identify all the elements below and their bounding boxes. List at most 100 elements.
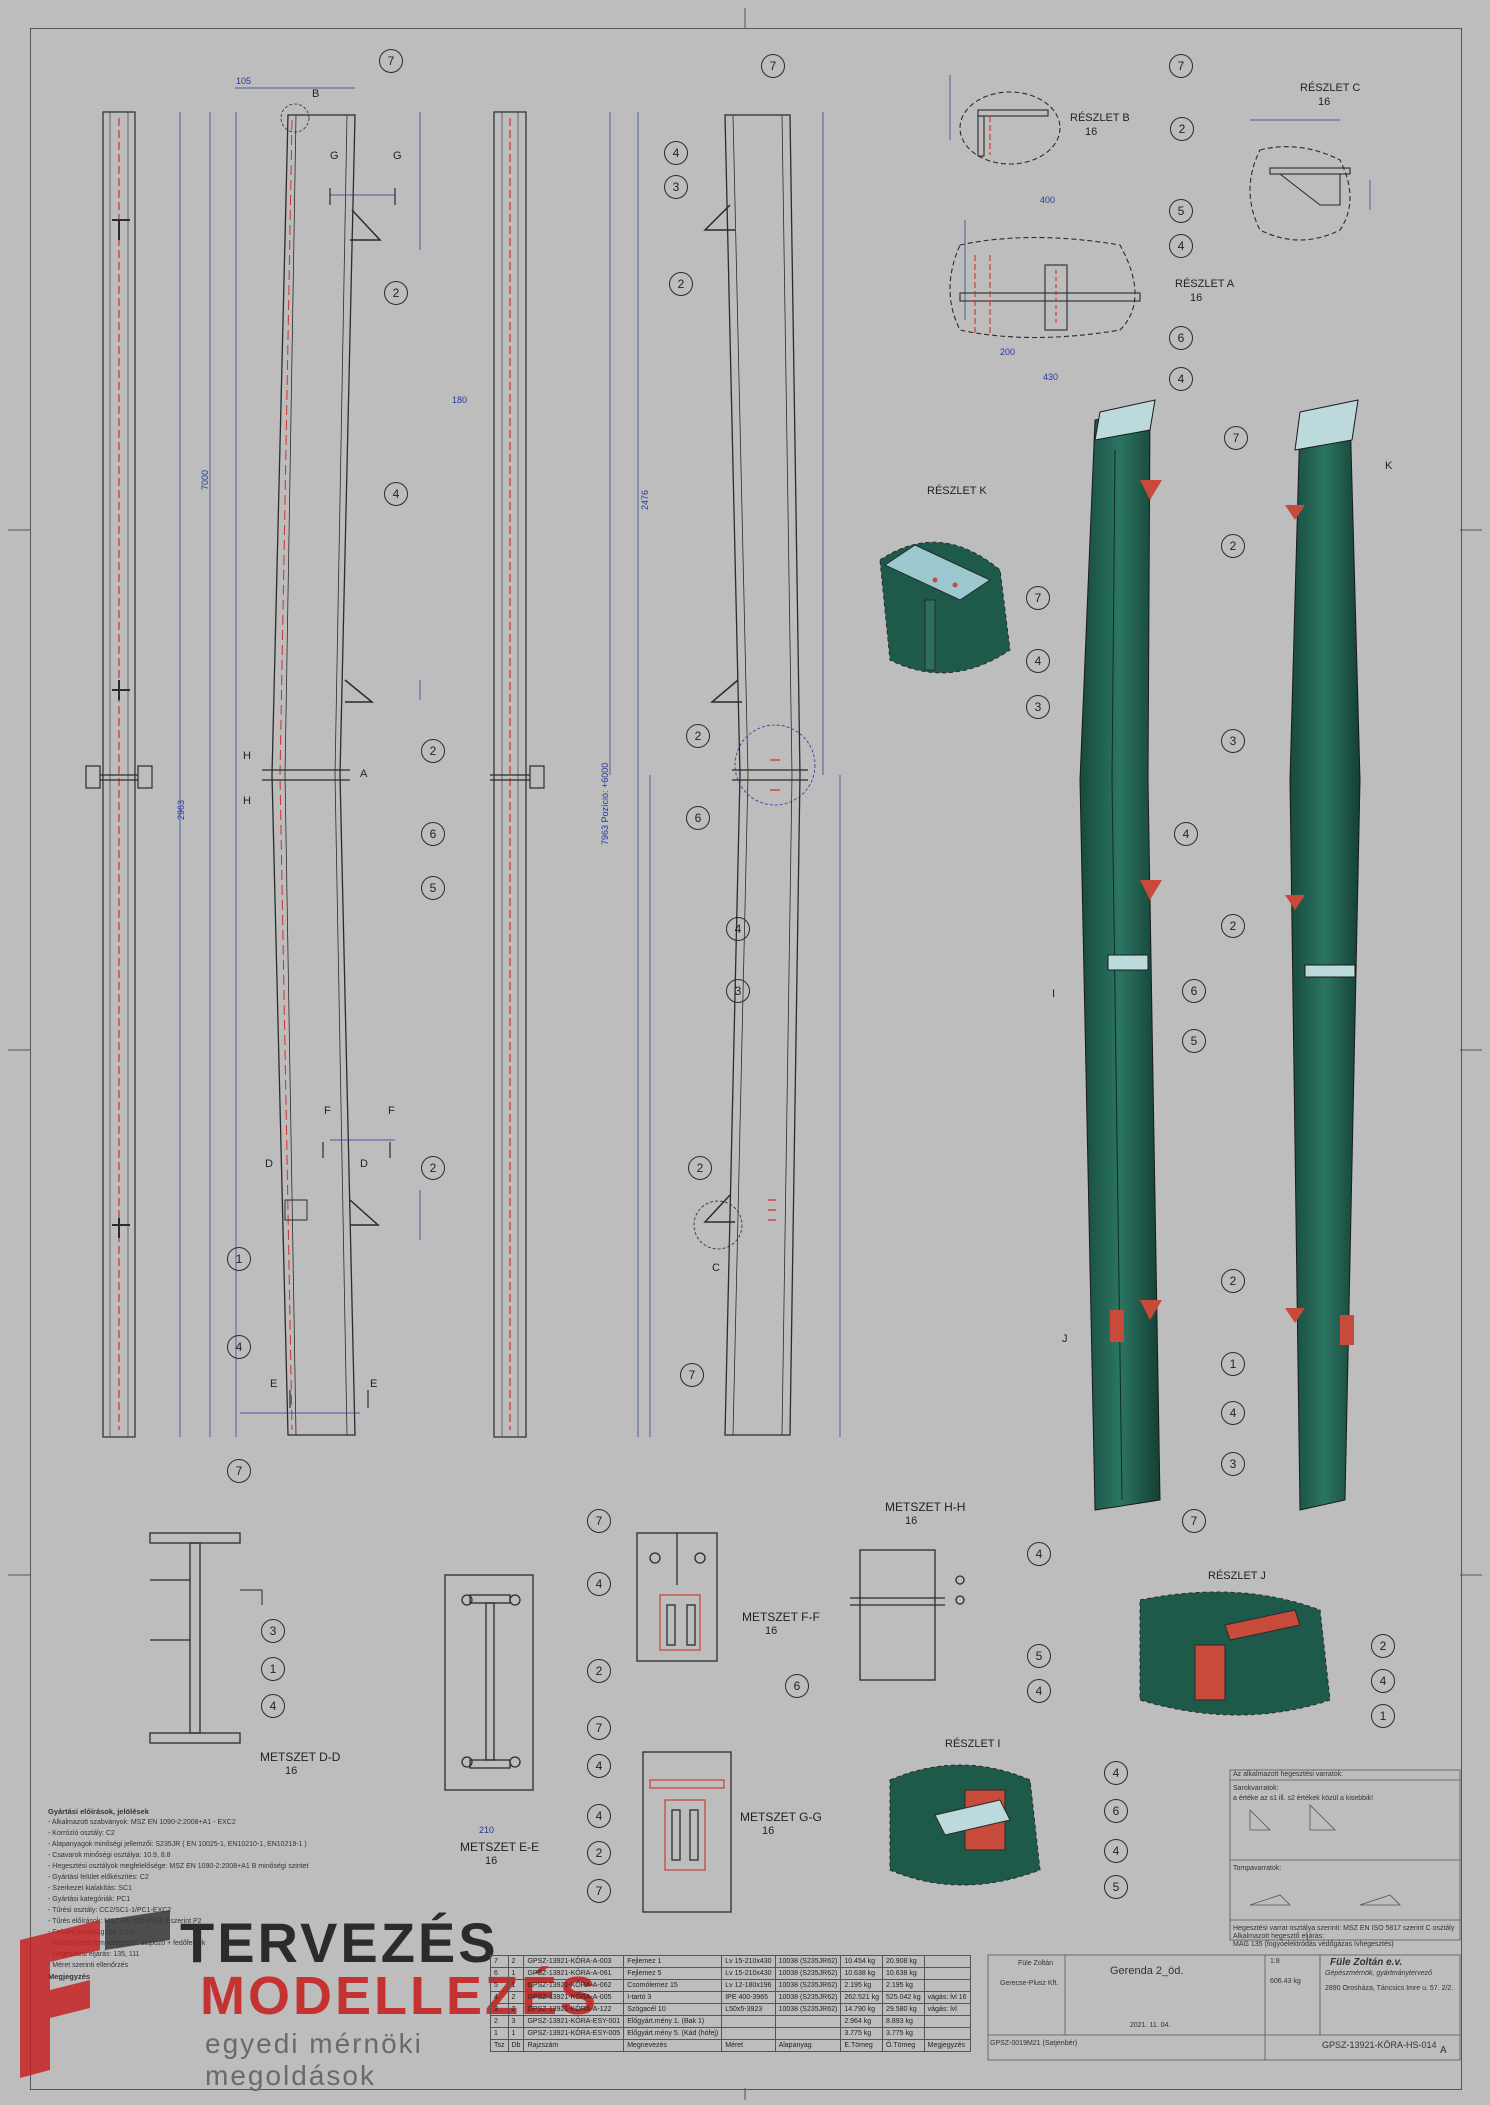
bom-cell: 3.775 kg (881, 2027, 925, 2040)
drawing-title: Gerenda 2_öd. (1110, 1965, 1184, 1977)
bom-cell: 10038 (S235JR62) (774, 1967, 842, 1980)
section-letter: G (393, 150, 402, 162)
part-callout-balloon: 4 (726, 917, 750, 941)
section-ee (444, 1574, 534, 1791)
bom-cell: Csomólemez 15 (623, 1979, 723, 1992)
bom-header: Db (507, 2039, 525, 2052)
section-dd-title: METSZET D-D (260, 1750, 341, 1764)
bom-header: E.Tömeg (840, 2039, 883, 2052)
bom-cell (923, 1967, 971, 1980)
bom-cell: 3 (490, 2003, 509, 2016)
detail-c-title: RÉSZLET C (1300, 82, 1361, 94)
section-letter: A (360, 768, 368, 780)
part-callout-balloon: 3 (726, 979, 750, 1003)
part-callout-balloon: 6 (1169, 326, 1193, 350)
section-dd (149, 1532, 263, 1744)
bom-cell: GPSZ-13921-KÖRA-ESY-005 (523, 2027, 625, 2040)
bom-cell (721, 2027, 776, 2040)
bom-cell: Előgyárt.mény 5. (Kád (hófej) (623, 2027, 723, 2040)
bom-cell: GPSZ-13921-KÖRA-A-122 (523, 2003, 625, 2016)
bom-cell: 525.042 kg (881, 1991, 925, 2004)
part-callout-balloon: 2 (1221, 914, 1245, 938)
part-callout-balloon: 1 (227, 1247, 251, 1271)
note-line: - Szerkezet kialakítás: SC1 (48, 1885, 133, 1892)
bom-cell: 7 (490, 1955, 509, 1968)
note-line: - Tűrési osztály: CC2/SC1-1/PC1-EXC2 (48, 1907, 172, 1914)
bom-cell: 10038 (S235JR62) (774, 2003, 842, 2016)
note-line: - Korrózió osztály: C2 (48, 1830, 115, 1837)
section-letter: G (330, 150, 339, 162)
part-callout-balloon: 3 (664, 175, 688, 199)
part-callout-balloon: 4 (587, 1754, 611, 1778)
notes-heading: Gyártási előírások, jelölések (48, 1807, 149, 1816)
part-callout-balloon: 1 (1221, 1352, 1245, 1376)
section-hh (850, 1549, 965, 1681)
section-letter: F (324, 1105, 331, 1117)
bom-cell: 10038 (S235JR62) (774, 1979, 842, 1992)
section-letter: E (370, 1378, 378, 1390)
bom-cell: vágás: lvl 16 (923, 1991, 971, 2004)
logo-line1: TERVEZÉS (180, 1911, 499, 1974)
bom-cell (923, 1955, 971, 1968)
bom-cell (721, 2015, 776, 2028)
note-line: - Gyártási felület előkészítés: C2 (48, 1874, 149, 1881)
bom-cell: 5 (490, 1979, 509, 1992)
dim-label: 400 (1040, 195, 1056, 205)
part-callout-balloon: 2 (1170, 117, 1194, 141)
detail-b (959, 91, 1061, 165)
detail-k-3d (879, 541, 1011, 674)
bom-cell: 262.521 kg (840, 1991, 883, 2004)
part-callout-balloon: 2 (421, 1156, 445, 1180)
bom-cell: vágás: lvl (923, 2003, 971, 2016)
dim-label: 105 (236, 76, 252, 86)
weld-line: Hegesztési varrat osztálya szerinti: MSZ… (1233, 1925, 1455, 1932)
part-callout-balloon: 3 (1026, 695, 1050, 719)
bom-cell: 10038 (S235JR62) (774, 1991, 842, 2004)
bom-cell (923, 2027, 971, 2040)
weld-line: Sarokvarratok: (1233, 1785, 1279, 1792)
detail-i-title: RÉSZLET I (945, 1738, 1001, 1750)
section-ee-scale: 16 (485, 1855, 498, 1867)
bom-cell: 2 (507, 2003, 525, 2016)
part-callout-balloon: 7 (680, 1363, 704, 1387)
part-callout-balloon: 4 (1026, 649, 1050, 673)
bom-cell: Lv 15-210x430 (721, 1967, 776, 1980)
bom-cell: 8.893 kg (881, 2015, 925, 2028)
part-callout-balloon: 5 (1027, 1644, 1051, 1668)
note-line: - Hegesztési osztályok megfelelősége: MS… (48, 1863, 309, 1870)
bom-cell: 2 (490, 2015, 509, 2028)
bom-cell: GPSZ-13921-KÖRA-A-003 (523, 1955, 625, 1968)
section-letter: E (270, 1378, 278, 1390)
part-callout-balloon: 4 (227, 1335, 251, 1359)
detail-a-title: RÉSZLET A (1175, 278, 1235, 290)
note-line: - Méret szerinti ellenőrzés (48, 1962, 129, 1969)
dim-label: 7963 Pozíció: +6000 (600, 762, 610, 845)
part-callout-balloon: 3 (261, 1619, 285, 1643)
part-callout-balloon: 2 (587, 1659, 611, 1683)
bom-cell: 3 (507, 2015, 525, 2028)
bom-cell: GPSZ-13921-KÖRA-A-005 (523, 1991, 625, 2004)
note-line: - Csavarok minőségi osztálya: 10.9, 8.8 (48, 1852, 171, 1859)
part-callout-balloon: 5 (421, 876, 445, 900)
section-ff-title: METSZET F-F (742, 1610, 820, 1624)
bom-cell (923, 2015, 971, 2028)
part-callout-balloon: 2 (1221, 1269, 1245, 1293)
part-callout-balloon: 4 (1174, 822, 1198, 846)
section-hh-title: METSZET H-H (885, 1500, 966, 1514)
bom-cell: 20.908 kg (881, 1955, 925, 1968)
section-ff-scale: 16 (765, 1625, 778, 1637)
section-letter: H (243, 795, 251, 807)
date: 2021. 11. 04. (1130, 2022, 1171, 2029)
bom-header: Alapanyag (774, 2039, 842, 2052)
front-view-beam (262, 103, 382, 1436)
mass: 606.43 kg (1270, 1978, 1301, 1985)
bom-cell: 2.195 kg (840, 1979, 883, 1992)
part-callout-balloon: 4 (1104, 1761, 1128, 1785)
part-callout-balloon: 4 (1221, 1401, 1245, 1425)
dim-label: 200 (1000, 347, 1016, 357)
